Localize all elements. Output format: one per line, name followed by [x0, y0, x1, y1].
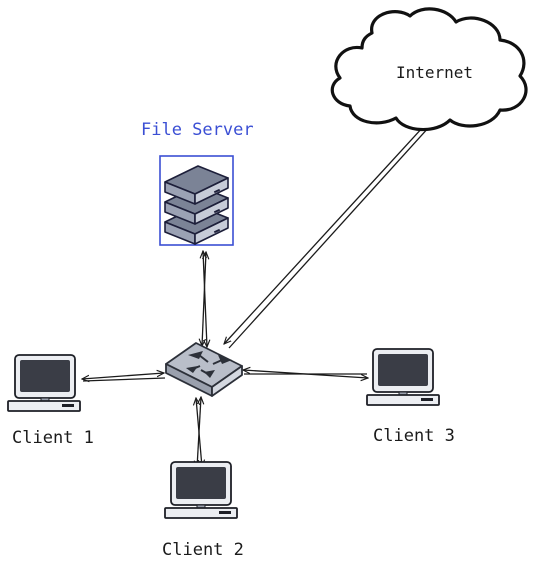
edge-switch-client-2 — [196, 397, 202, 468]
computer-icon-client-2 — [164, 461, 238, 519]
edge-switch-file-server — [202, 251, 207, 347]
connections — [82, 102, 450, 468]
server-rack-icon — [159, 155, 234, 246]
edge-switch-client-3 — [243, 370, 368, 378]
file-server-label: File Server — [141, 120, 254, 140]
client-3-label: Client 3 — [373, 426, 455, 446]
computer-icon-client-3 — [366, 348, 440, 406]
internet-label: Internet — [396, 63, 474, 82]
client-1-label: Client 1 — [12, 428, 94, 448]
computer-icon-client-1 — [7, 354, 81, 412]
client-2-label: Client 2 — [162, 540, 244, 560]
network-switch-icon — [165, 342, 243, 397]
edge-switch-client-1 — [82, 373, 165, 381]
edge-switch-internet — [224, 102, 450, 349]
cloud-icon — [330, 7, 528, 132]
